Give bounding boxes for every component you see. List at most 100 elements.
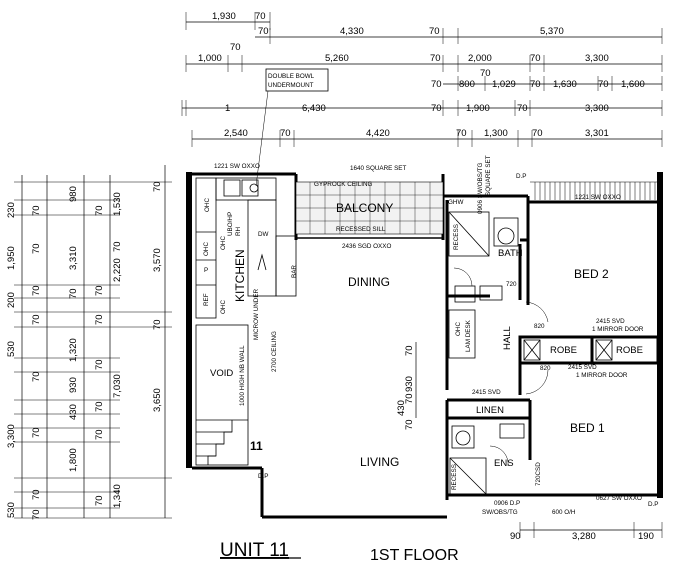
- dim-top-3f: 70: [530, 53, 541, 64]
- dim-left-c6-3: 3,650: [152, 388, 163, 412]
- dim-top-6f: 70: [532, 128, 543, 139]
- room-dining: DINING: [348, 275, 390, 289]
- kitchen-area: KITCHEN 1221 SW OXXO DW BAR OHC OHC OHC …: [195, 68, 329, 340]
- dim-inner-0: 70: [404, 345, 415, 356]
- hatched-strip: [530, 181, 660, 200]
- dim-left-c3-6: 1,800: [68, 448, 79, 472]
- dim-left-c3-3: 1,320: [68, 338, 79, 362]
- label-svd-1: 2415 SVD: [596, 318, 625, 325]
- dim-top-3a: 70: [230, 42, 241, 53]
- left-dimensions: 230 1,950 200 530 3,300 530 70 70 70 70 …: [6, 165, 172, 520]
- label-dp-bot-right: D.P: [648, 501, 659, 508]
- top-dimensions: 1,930 70 70 4,330 70 5,370 70 1,000 5,26…: [181, 11, 663, 147]
- dim-top-4b: 800: [459, 79, 475, 90]
- stair: VOID 11 1000 HIGH NB WALL 2700 CEILING D…: [195, 324, 278, 480]
- robes: ROBE ROBE 2415 SVD 1 MIRROR DOOR 2415 SV…: [523, 318, 644, 379]
- label-ghw: GHW: [448, 199, 463, 206]
- dim-top-5e: 70: [517, 103, 528, 114]
- label-dp-bot-left: D.P: [258, 473, 269, 480]
- dim-left-c6-0: 70: [152, 181, 163, 192]
- dim-top-3c: 5,260: [325, 53, 349, 64]
- dim-top-6c: 4,420: [366, 128, 390, 139]
- hall-area: HALL OHC LAM DESK 820 820: [448, 301, 551, 395]
- dim-left-c2-0: 70: [31, 205, 42, 216]
- dim-top-1b: 70: [255, 11, 266, 22]
- label-square-set-side: SQUARE SET: [485, 155, 492, 196]
- stair-number: 11: [250, 439, 263, 453]
- room-bed-2: BED 2: [574, 267, 609, 281]
- label-dw: DW: [258, 231, 269, 238]
- bath-area: BATH GHW RECESS 0906 SW/OBS/TG SQUARE SE…: [448, 155, 523, 303]
- label-sw-bed2: 1221 SW OXXO: [575, 194, 621, 201]
- dim-left-c2-1: 70: [31, 285, 42, 296]
- dim-bottom-0: 90: [510, 531, 521, 542]
- dim-left-c4-5: 70: [94, 429, 105, 440]
- room-void: VOID: [210, 368, 233, 379]
- label-ohc-2: OHC: [203, 242, 210, 256]
- dim-left-c6-1: 3,570: [152, 248, 163, 272]
- dim-top-4e: 1,630: [553, 79, 577, 90]
- dim-left-c5-1: 2,220: [112, 258, 123, 282]
- dim-top-2d: 5,370: [540, 26, 564, 37]
- dim-left-c1-0: 230: [6, 202, 17, 218]
- dim-inner-3: 430: [396, 400, 407, 416]
- label-ceiling-2700: 2700 CEILING: [271, 331, 278, 372]
- dim-left-c1-2: 200: [6, 292, 17, 308]
- label-sw-bed1: 0627 SW OXXO: [596, 495, 642, 502]
- dim-top-2c: 70: [429, 26, 440, 37]
- label-mirror-2: 1 MIRROR DOOR: [576, 372, 628, 379]
- dim-left-c1-3: 530: [6, 341, 17, 357]
- label-gyprock: GYPROCK CEILING: [314, 181, 373, 188]
- dim-bottom-2: 190: [638, 531, 654, 542]
- label-ohc-hall: OHC: [455, 322, 462, 336]
- room-living: LIVING: [360, 455, 399, 469]
- label-recess-1: RECESS: [453, 224, 460, 250]
- label-ohc-4: OHC: [220, 236, 227, 250]
- dim-left-c4-3: 70: [94, 359, 105, 370]
- room-linen: LINEN: [476, 405, 504, 416]
- dim-left-c2-4: 70: [31, 427, 42, 438]
- dim-left-c4-0: 70: [94, 205, 105, 216]
- dim-left-c2-5: 70: [31, 489, 42, 500]
- dim-left-c2-6: 70: [31, 509, 42, 520]
- dim-left-c4-4: 70: [94, 401, 105, 412]
- room-robe-2: ROBE: [616, 345, 643, 356]
- dim-left-c1-4: 3,300: [6, 424, 17, 448]
- label-nb-wall: 1000 HIGH NB WALL: [239, 345, 246, 406]
- room-bed-1: BED 1: [570, 421, 605, 435]
- dim-top-6a: 2,540: [224, 128, 248, 139]
- dim-top-4a: 70: [431, 79, 442, 90]
- dim-inner-2: 70: [404, 393, 415, 404]
- dim-top-3d: 70: [430, 53, 441, 64]
- label-dp-top: D.P: [516, 173, 527, 180]
- balcony: BALCONY GYPROCK CEILING RECESSED SILL 16…: [295, 165, 444, 250]
- room-bath: BATH: [498, 248, 523, 259]
- label-lam-desk: LAM DESK: [465, 319, 472, 352]
- dim-top-5b: 6,430: [302, 103, 326, 114]
- dim-inner-4: 70: [404, 419, 415, 430]
- room-hall: HALL: [502, 326, 513, 350]
- dim-left-c5-3: 7,030: [112, 374, 123, 398]
- label-sw-kitchen: 1221 SW OXXO: [214, 163, 260, 170]
- label-door-820b: 820: [540, 365, 551, 372]
- dim-left-c5-0: 1,530: [112, 192, 123, 216]
- label-door-820a: 820: [534, 323, 545, 330]
- dim-left-c1-5: 530: [6, 502, 17, 518]
- room-kitchen: KITCHEN: [233, 249, 247, 302]
- dim-left-c3-0: 980: [68, 186, 79, 202]
- dim-top-4g: 1,600: [621, 79, 645, 90]
- dim-top-5c: 70: [431, 103, 442, 114]
- dim-left-c4-2: 70: [94, 314, 105, 325]
- dim-left-c5-2: 70: [112, 241, 123, 252]
- dim-top-3e: 2,000: [468, 53, 492, 64]
- room-balcony: BALCONY: [336, 201, 393, 215]
- label-ens-window-2: SW/OBS/TG: [482, 509, 518, 516]
- label-rh: RH: [235, 226, 242, 236]
- label-mirror-1: 1 MIRROR DOOR: [592, 326, 644, 333]
- label-svd-2: 2415 SVD: [568, 364, 597, 371]
- dim-inner-1: 930: [404, 376, 415, 392]
- label-ohc-3: OHC: [220, 300, 227, 314]
- dim-top-2b: 4,330: [340, 26, 364, 37]
- dim-top-3b: 1,000: [198, 53, 222, 64]
- dim-left-c2-3: 70: [31, 371, 42, 382]
